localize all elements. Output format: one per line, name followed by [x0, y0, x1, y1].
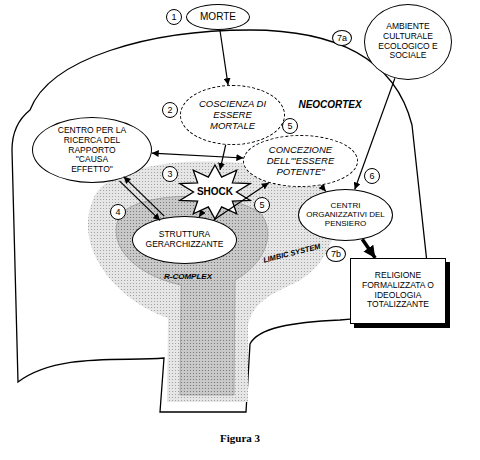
- concept-oval: COSCIENZA DI ESSERE MORTALE: [180, 85, 285, 145]
- callout-number: 5: [282, 118, 298, 134]
- node-text: CONCEZIONE DELL'"ESSERE POTENTE": [256, 145, 346, 178]
- node-text: CENTRO PER LA RICERCA DEL RAPPORTO "CAUS…: [56, 126, 128, 175]
- brain-region: NEOCORTEX COSCIENZA DI ESSERE MORTALE CENT…: [10, 28, 432, 414]
- region-label: NEOCORTEX: [298, 99, 361, 111]
- node-text: STRUTTURA GERARCHIZZANTE: [139, 230, 231, 250]
- process-oval: CENTRI ORGANIZZATIVI DEL PENSIERO: [298, 189, 393, 241]
- event-oval: MORTE: [186, 4, 250, 30]
- figure-caption: Figura 3: [0, 432, 480, 444]
- node-text: AMBIENTE CULTURALE ECOLOGICO E SOCIALE: [377, 22, 439, 61]
- node-text: RELIGIONE FORMALIZZATA O IDEOLOGIA TOTAL…: [358, 271, 438, 310]
- r-complex-region-outline: [116, 196, 268, 395]
- limbic-region-outline: [88, 161, 335, 402]
- environment-circle: AMBIENTE CULTURALE ECOLOGICO E SOCIALE: [364, 4, 452, 80]
- outcome-box: RELIGIONE FORMALIZZATA O IDEOLOGIA TOTAL…: [350, 258, 446, 324]
- node-text: COSCIENZA DI ESSERE MORTALE: [197, 99, 269, 132]
- brain-region-outline: [12, 30, 428, 412]
- callout-number: 3: [162, 166, 178, 182]
- node-text: SHOCK: [197, 186, 233, 198]
- callout-number: 2: [162, 102, 178, 118]
- callout-number: 7b: [326, 246, 346, 262]
- region-label: R-COMPLEX: [164, 272, 212, 281]
- node-text: MORTE: [189, 11, 247, 23]
- shock-star: SHOCK: [177, 164, 253, 220]
- callout-number: 4: [110, 204, 126, 220]
- callout-number: 7a: [332, 30, 352, 46]
- callout-number: 1: [166, 9, 182, 25]
- node-text: CENTRI ORGANIZZATIVI DEL PENSIERO: [306, 201, 386, 229]
- callout-number: 6: [364, 168, 380, 184]
- concept-oval: CONCEZIONE DELL'"ESSERE POTENTE": [243, 135, 358, 187]
- callout-number: 5: [254, 197, 270, 213]
- process-oval: STRUTTURA GERARCHIZZANTE: [132, 216, 237, 264]
- process-oval: CENTRO PER LA RICERCA DEL RAPPORTO "CAUS…: [32, 117, 152, 183]
- r-complex-region: R-COMPLEX STRUTTURA GERARCHIZZANTE: [100, 188, 282, 397]
